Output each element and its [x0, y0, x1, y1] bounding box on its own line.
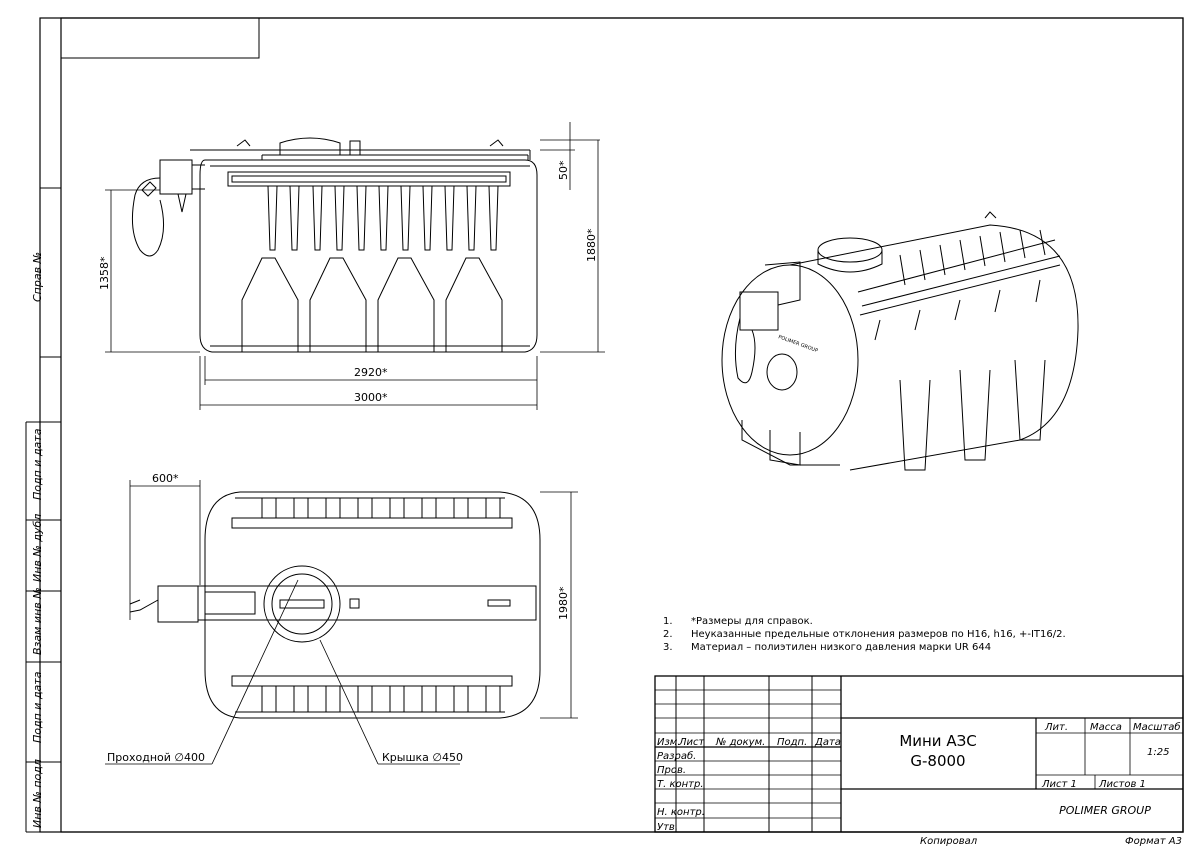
tb-title-line1: Мини АЗС — [899, 732, 976, 750]
notes: 1. *Размеры для справок. 2. Неуказанные … — [663, 616, 1066, 653]
iso-ribs — [874, 229, 1046, 341]
front-feet — [241, 257, 503, 352]
dispenser-top — [129, 585, 199, 623]
front-ribs — [267, 185, 499, 251]
side-label-vzam-inv: Взам инв № — [31, 587, 44, 655]
tb-header-date: Дата — [814, 737, 841, 748]
tb-header-izm: Изм. — [657, 737, 681, 748]
dim-1358: 1358* — [98, 256, 111, 290]
sheet-frame — [39, 17, 1184, 833]
side-label-inv-podl: Инв № подл — [31, 759, 44, 828]
tb-role-nkontr: Н. контр. — [657, 807, 705, 818]
iso-feet — [741, 359, 1046, 471]
side-stamp: Справ № Подп и дата Инв № дубл Взам инв … — [25, 187, 61, 833]
tb-role-prov: Пров. — [657, 765, 686, 776]
side-label-sprav: Справ № — [31, 252, 44, 302]
dim-1980: 1980* — [557, 586, 570, 620]
title-block — [654, 675, 1184, 833]
top-dimensions — [105, 480, 578, 765]
footer-copied: Копировал — [920, 836, 978, 847]
top-ribs — [261, 498, 501, 712]
top-view — [129, 491, 541, 719]
side-label-inv-dubl: Инв № дубл — [31, 514, 44, 582]
tb-role-utv: Утв. — [657, 822, 678, 833]
tb-role-razrab: Разраб. — [657, 750, 696, 762]
side-label-podp-data-2: Подп и дата — [31, 671, 44, 743]
tb-sheet: Лист 1 — [1041, 779, 1077, 790]
front-view — [131, 137, 538, 353]
dim-50: 50* — [557, 160, 570, 180]
footer-format: Формат А3 — [1125, 836, 1182, 847]
note-2-num: 2. — [663, 629, 673, 640]
tb-massa: Масса — [1090, 722, 1122, 733]
callout-passage: Проходной ∅400 — [107, 751, 205, 764]
tb-scale: 1:25 — [1147, 747, 1169, 758]
tb-header-podp: Подп. — [777, 737, 807, 748]
tb-company: POLIMER GROUP — [1059, 804, 1151, 817]
dim-2920: 2920* — [354, 366, 388, 379]
tb-masshtab: Масштаб — [1133, 721, 1181, 733]
tb-header-list: Лист — [678, 737, 706, 748]
dispenser-front — [131, 159, 205, 257]
isometric-view — [721, 211, 1079, 471]
callout-lid: Крышка ∅450 — [382, 751, 463, 764]
note-1-text: *Размеры для справок. — [691, 616, 813, 627]
tb-title-line2: G-8000 — [910, 752, 965, 770]
iso-brand: POLIMER GROUP — [777, 334, 818, 354]
note-3-text: Материал – полиэтилен низкого давления м… — [691, 642, 991, 653]
note-3-num: 3. — [663, 642, 673, 653]
dim-3000: 3000* — [354, 391, 388, 404]
tb-header-doc: № докум. — [715, 737, 765, 748]
note-1-num: 1. — [663, 616, 673, 627]
tb-role-tkontr: Т. контр. — [657, 779, 704, 790]
tb-sheets: Листов 1 — [1098, 779, 1146, 790]
dim-600: 600* — [152, 472, 179, 485]
dim-1880: 1880* — [585, 228, 598, 262]
tb-lit: Лит. — [1044, 722, 1068, 733]
side-label-podp-data-1: Подп и дата — [31, 428, 44, 500]
note-2-text: Неуказанные предельные отклонения размер… — [691, 629, 1066, 640]
front-dimensions — [105, 122, 605, 410]
